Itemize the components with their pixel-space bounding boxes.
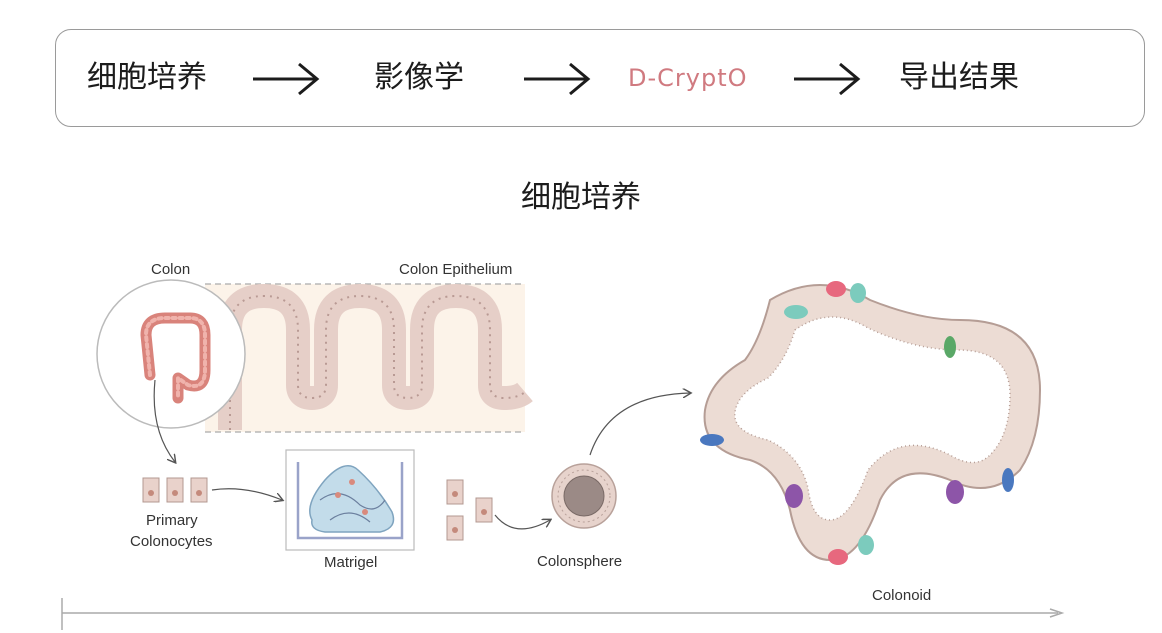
label-colon-epithelium: Colon Epithelium: [399, 261, 513, 278]
primary-colonocytes-illustration: [142, 477, 208, 503]
label-primary: Primary: [146, 512, 198, 529]
dispersed-cells-illustration: [446, 479, 493, 541]
label-colonsphere: Colonsphere: [537, 553, 623, 570]
matrigel-illustration: [285, 449, 415, 551]
colonsphere-illustration: [551, 463, 617, 529]
step-imaging[interactable]: 影像学: [374, 60, 464, 95]
colon-illustration: [96, 279, 246, 429]
label-matrigel: Matrigel: [324, 554, 378, 571]
right-arrow-icon: [524, 62, 591, 96]
step-d-crypto[interactable]: D-CryptO: [628, 64, 748, 92]
section-title: 细胞培养: [521, 180, 641, 215]
right-arrow-icon: [794, 62, 861, 96]
workflow-pipeline: 细胞培养 影像学 D-CryptO 导出结果: [55, 29, 1145, 127]
label-colonocytes: Colonocytes: [130, 533, 213, 550]
right-arrow-icon: [253, 62, 320, 96]
step-export-results[interactable]: 导出结果: [899, 60, 1019, 95]
label-colon: Colon: [151, 261, 191, 278]
step-cell-culture[interactable]: 细胞培养: [87, 60, 207, 95]
colonoid-illustration: [700, 281, 1042, 565]
label-colonoid: Colonoid: [872, 587, 932, 604]
timeline-axis: [61, 598, 1065, 630]
colon-epithelium-illustration: [205, 283, 533, 433]
